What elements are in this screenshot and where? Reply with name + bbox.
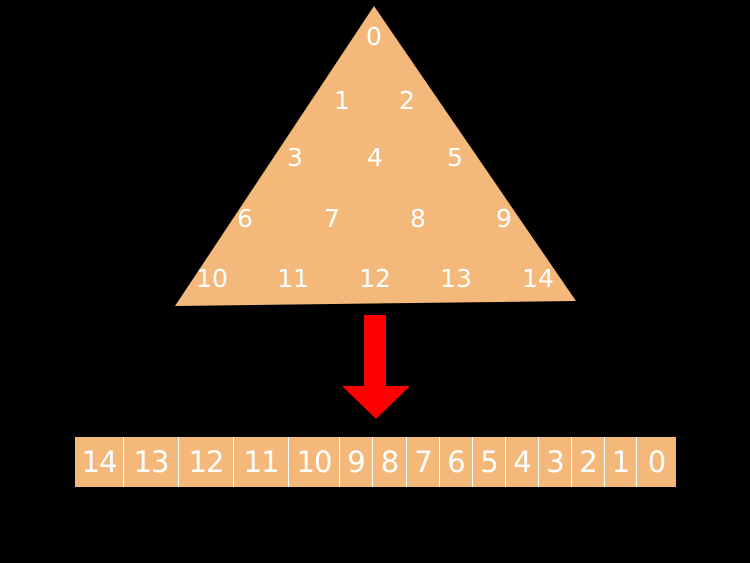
- array-cell: 2: [572, 437, 605, 487]
- array-cell: 13: [124, 437, 179, 487]
- triangle-node-0: 0: [366, 22, 382, 51]
- triangle-node-6: 6: [237, 204, 253, 233]
- triangle-node-7: 7: [324, 204, 340, 233]
- array-cell: 1: [605, 437, 637, 487]
- array-cell: 12: [179, 437, 234, 487]
- array-cell: 3: [539, 437, 572, 487]
- triangle-node-5: 5: [447, 143, 463, 172]
- triangle-node-3: 3: [287, 143, 303, 172]
- array-cell: 14: [75, 437, 124, 487]
- array-cell: 8: [373, 437, 407, 487]
- triangle-node-9: 9: [496, 204, 512, 233]
- arrow-down-icon: [342, 315, 410, 419]
- array-cell: 0: [647, 445, 666, 479]
- array-cell: 9: [340, 437, 373, 487]
- array-cell: 10: [289, 437, 340, 487]
- triangle-node-4: 4: [367, 143, 383, 172]
- arrow-head: [342, 386, 410, 419]
- triangle-shape: [175, 6, 576, 306]
- array-cell: 5: [473, 437, 506, 487]
- triangle-node-11: 11: [277, 264, 309, 293]
- array-cell: 7: [407, 437, 440, 487]
- triangle-node-10: 10: [196, 264, 228, 293]
- triangle-node-2: 2: [399, 86, 415, 115]
- triangle-node-13: 13: [440, 264, 472, 293]
- triangle-node-14: 14: [522, 264, 554, 293]
- triangle-node-8: 8: [410, 204, 426, 233]
- triangle-node-12: 12: [359, 264, 391, 293]
- triangle-node-1: 1: [334, 86, 350, 115]
- arrow-shaft: [364, 315, 386, 387]
- array-cell: 11: [234, 437, 289, 487]
- array-cell: 4: [506, 437, 539, 487]
- array-cell: 6: [440, 437, 473, 487]
